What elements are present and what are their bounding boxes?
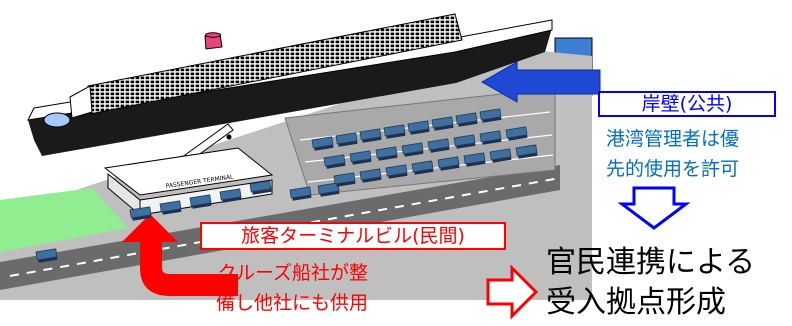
bus-icon [189,194,212,209]
bus-icon [333,172,356,187]
bus-icon [159,200,182,215]
bus-icon [463,152,486,167]
bus-icon [401,142,424,157]
bus-icon [455,112,478,127]
bus-icon [375,146,398,161]
berth-label-text: 岸壁(公共) [641,93,733,115]
vehicles [35,108,538,263]
bus-icon [437,156,460,171]
bus-icon [453,134,476,149]
bus-icon [317,182,340,197]
bus-icon [479,130,502,145]
bus-icon [311,136,334,151]
bus-icon [129,206,152,221]
passenger-terminal-label-text: 旅客ターミナルビル(民間) [241,225,465,247]
curved-arrow-up-icon [122,214,238,296]
bus-icon [35,248,58,263]
bus-icon [383,124,406,139]
passenger-terminal-label: 旅客ターミナルビル(民間) [200,222,506,250]
result-line2: 受入拠点形成 [546,285,726,320]
bus-icon [359,128,382,143]
port-manager-note: 港湾管理者は優 先的使用を許可 [606,124,739,184]
bus-icon [289,186,312,201]
cruise-ship [27,13,553,156]
bus-icon [219,188,242,203]
bus-icon [359,168,382,183]
bus-icon [431,116,454,131]
arrow-right-icon [486,264,539,320]
bus-icon [407,120,430,135]
bus-icon [411,160,434,175]
arrow-left-icon [480,61,601,103]
arrow-down-icon [617,186,691,230]
bus-icon [349,150,372,165]
bus-icon [335,132,358,147]
bus-icon [489,148,512,163]
berth-label: 岸壁(公共) [598,91,776,117]
ship-hull [28,28,552,156]
port-manager-note-line1: 港湾管理者は優 [606,128,740,150]
port-manager-note-line2: 先的使用を許可 [606,158,740,180]
bus-icon [385,164,408,179]
bus-icon [505,126,528,141]
bus-icon [249,180,272,195]
cruise-line-note-line1: クルーズ船社が整 [217,262,369,284]
bus-icon [515,144,538,159]
cruise-line-note-line2: 備し他社にも供用 [216,292,369,314]
cruise-line-note: クルーズ船社が整 備し他社にも供用 [216,258,368,318]
bus-icon [479,108,502,123]
result-line1: 官民連携による [546,245,756,280]
lawn [0,188,128,252]
bus-icon [427,138,450,153]
bus-icon [323,154,346,169]
result-text: 官民連携による 受入拠点形成 [546,243,755,323]
